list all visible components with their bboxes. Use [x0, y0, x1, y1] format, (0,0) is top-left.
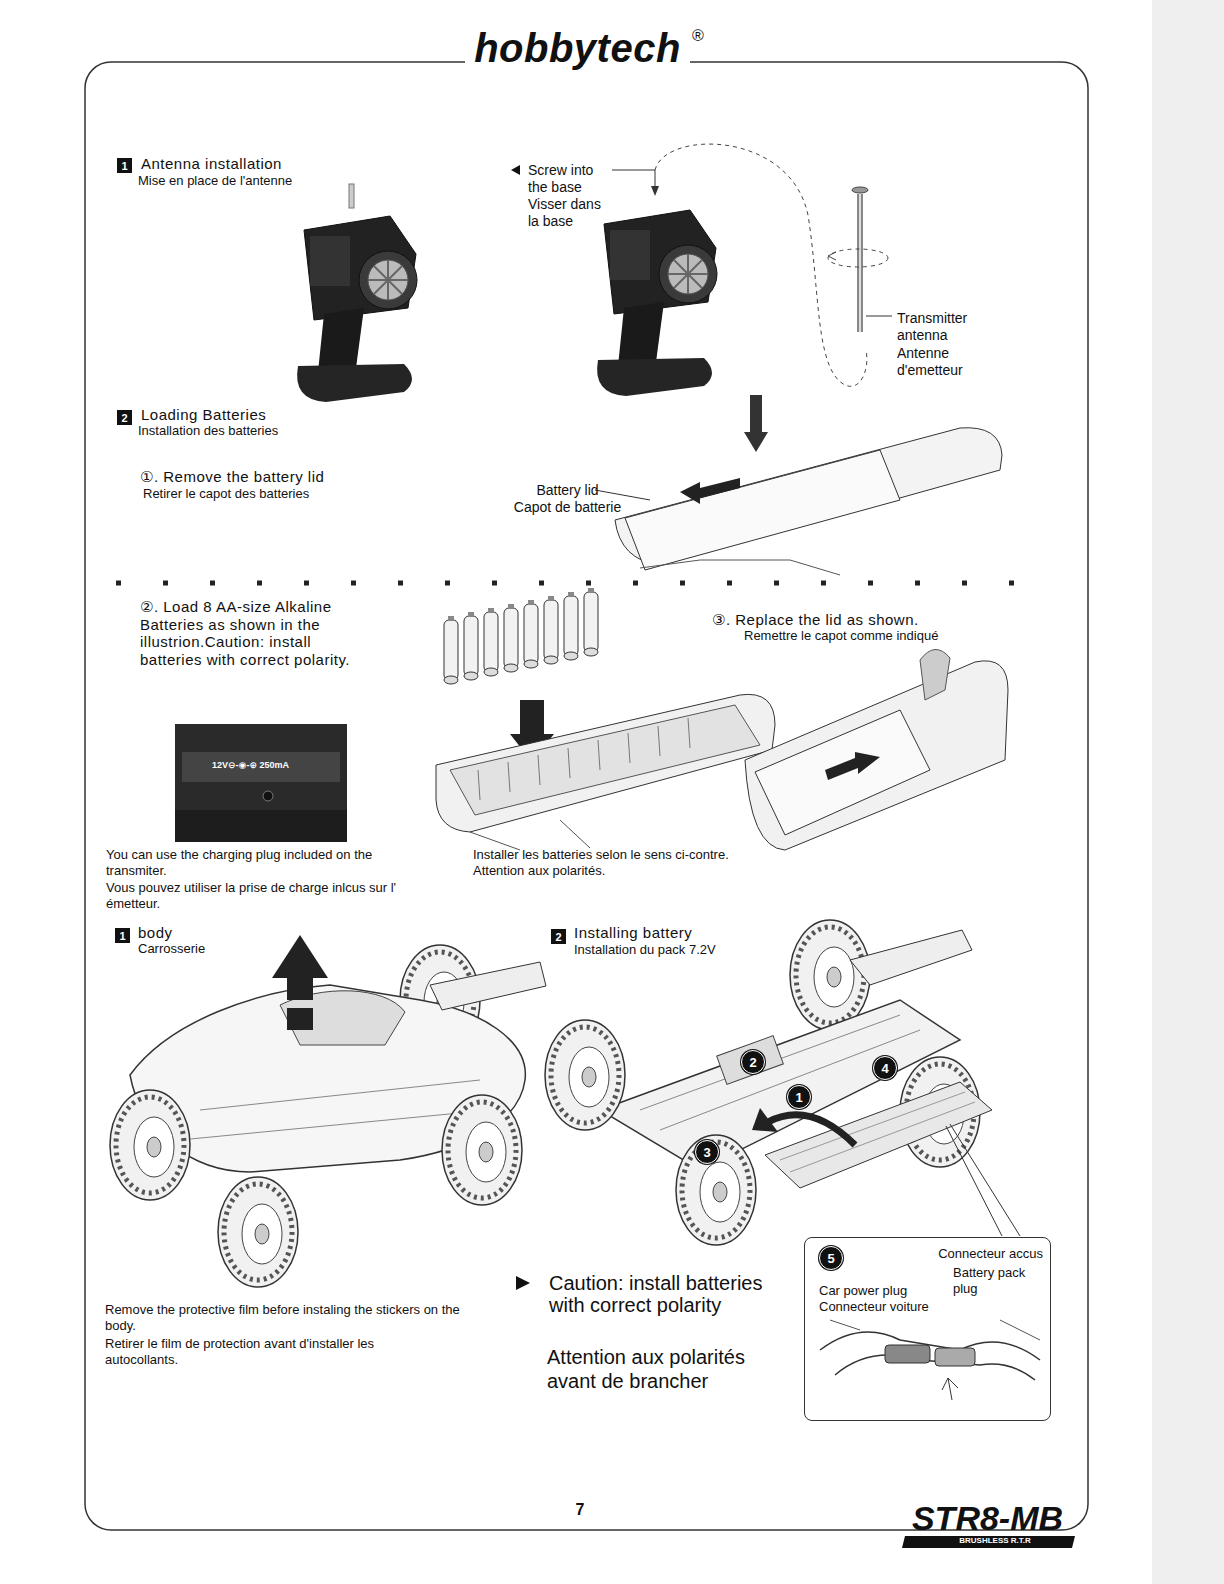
number-text: 2 — [749, 1055, 756, 1070]
section-number: 1 — [117, 158, 132, 173]
label-text: Installing battery — [574, 924, 824, 942]
label-text: Capot de batterie — [500, 499, 635, 516]
label-text: Antenne d'emetteur — [897, 345, 997, 379]
label-text: ①. Remove the battery lid — [140, 468, 440, 486]
label-text: Battery lid — [500, 482, 635, 499]
panel-text: Car power plug — [819, 1283, 979, 1299]
label-text: You can use the charging plug included o… — [106, 847, 406, 878]
label-text: ②. Load 8 AA-size Alkaline Batteries as … — [140, 598, 362, 668]
label-text: Transmitter antenna — [897, 310, 997, 344]
panel-text: Battery pack plug — [953, 1265, 1045, 1296]
label-text: Installation du pack 7.2V — [574, 942, 824, 958]
number-text: 2 — [555, 931, 561, 943]
label-text: Screw into the base — [528, 162, 613, 196]
label-text: Retirer le capot des batteries — [143, 486, 443, 502]
label-text: hobbytech — [465, 24, 690, 72]
label-text: Antenna installation — [141, 155, 401, 173]
label-text: Vous pouvez utiliser la prise de charge … — [106, 880, 406, 911]
number-text: 1 — [121, 160, 127, 172]
number-text: 3 — [703, 1145, 710, 1160]
detail-panel: Connecteur accusBattery pack plugCar pow… — [804, 1237, 1051, 1421]
label-text: Installation des batteries — [138, 423, 388, 439]
label-text: BRUSHLESS R.T.R — [920, 1536, 1070, 1546]
label-text: Remettre le capot comme indiqué — [744, 628, 994, 644]
callout-number: 3 — [695, 1140, 719, 1164]
label-text: Attention aux polarités. — [473, 863, 793, 879]
label-text: 12V⊖-◉-⊕ 250mA — [212, 760, 332, 771]
callout-number: 4 — [873, 1056, 897, 1080]
label-text: Remove the protective film before instal… — [105, 1302, 470, 1333]
number-text: 2 — [121, 412, 127, 424]
label-text: 7 — [565, 1500, 595, 1519]
label-text: STR8-MB — [900, 1498, 1075, 1539]
panel-text: Connecteur accus — [913, 1246, 1043, 1262]
label-text: Visser dans la base — [528, 196, 613, 230]
panel-text: Connecteur voiture — [819, 1299, 979, 1315]
label-text: body — [138, 924, 288, 942]
label-text: Carrosserie — [138, 941, 288, 957]
number-text: 5 — [827, 1251, 834, 1266]
callout-number: 1 — [787, 1085, 811, 1109]
label-text: Mise en place de l'antenne — [138, 173, 398, 189]
section-number: 1 — [115, 928, 130, 943]
label-text: Caution: install batteries with correct … — [549, 1272, 789, 1317]
label-text: Installer les batteries selon le sens ci… — [473, 847, 793, 863]
label-text: Attention aux polarités avant de branche… — [547, 1345, 782, 1393]
number-text: 1 — [119, 930, 125, 942]
section-number: 2 — [551, 929, 566, 944]
label-text: Retirer le film de protection avant d'in… — [105, 1336, 440, 1367]
callout-number: 2 — [741, 1050, 765, 1074]
label-text: Loading Batteries — [141, 406, 391, 424]
label-text: ③. Replace the lid as shown. — [712, 611, 982, 629]
callout-number: 5 — [819, 1246, 843, 1270]
number-text: 1 — [795, 1090, 802, 1105]
number-text: 4 — [881, 1061, 888, 1076]
section-number: 2 — [117, 410, 132, 425]
label-text: ® — [692, 26, 712, 45]
